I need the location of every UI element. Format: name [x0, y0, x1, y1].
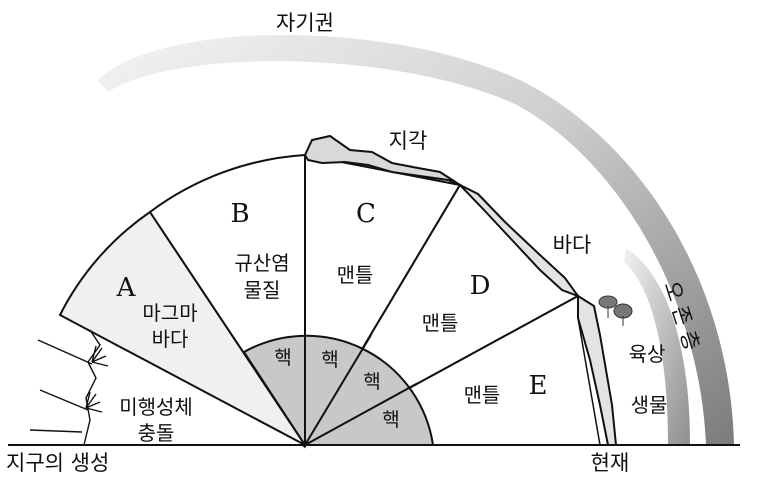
planetesimal-label-1: 미행성체: [119, 395, 193, 419]
stage-e-core: 핵: [382, 409, 399, 431]
stage-e-letter: E: [529, 371, 548, 401]
stage-d-letter: D: [470, 271, 491, 301]
stage-a-content-1: 마그마: [142, 301, 197, 325]
planetesimal-label-2: 충돌: [138, 421, 175, 445]
land-life-label-1: 육상: [629, 342, 666, 366]
stage-d-content: 맨틀: [422, 311, 459, 335]
stage-c-content: 맨틀: [337, 263, 374, 287]
stage-a-content-2: 바다: [152, 327, 189, 351]
stage-c-letter: C: [356, 199, 376, 229]
origin-label: 지구의 생성: [6, 451, 109, 475]
ocean-label: 바다: [553, 233, 592, 257]
stage-a-letter: A: [116, 273, 137, 303]
stage-c-core: 핵: [321, 349, 338, 371]
stage-e-content: 맨틀: [464, 383, 501, 407]
stage-b-core: 핵: [274, 347, 291, 369]
stage-d-core: 핵: [363, 371, 380, 393]
present-label: 현재: [591, 451, 630, 475]
planetesimal-impact-icon: [29, 329, 109, 446]
sector-a: [58, 210, 306, 446]
land-life-label-2: 생물: [631, 393, 668, 417]
stage-b-letter: B: [230, 199, 249, 229]
crust-label: 지각: [389, 129, 428, 153]
land-plant-icon: [598, 295, 633, 326]
stage-b-content-1: 규산염: [234, 251, 289, 275]
stage-b-content-2: 물질: [244, 278, 281, 302]
magnetosphere-band: [98, 35, 734, 445]
ozone-band: [624, 248, 690, 445]
magnetosphere-label: 자기권: [276, 11, 334, 35]
